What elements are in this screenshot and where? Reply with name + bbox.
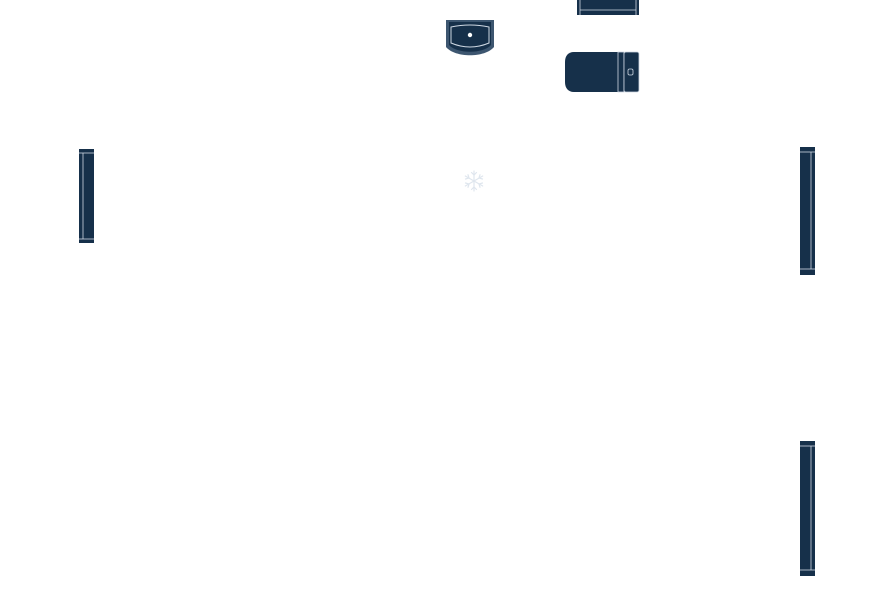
radiator-icon[interactable]	[79, 149, 94, 243]
snowflake-icon	[462, 169, 486, 193]
radiator-icon[interactable]	[800, 441, 815, 576]
toilet-icon[interactable]	[564, 51, 640, 93]
radiator-icon[interactable]	[577, 0, 639, 15]
radiator-icon[interactable]	[800, 147, 815, 275]
washbasin-icon[interactable]	[445, 19, 495, 59]
